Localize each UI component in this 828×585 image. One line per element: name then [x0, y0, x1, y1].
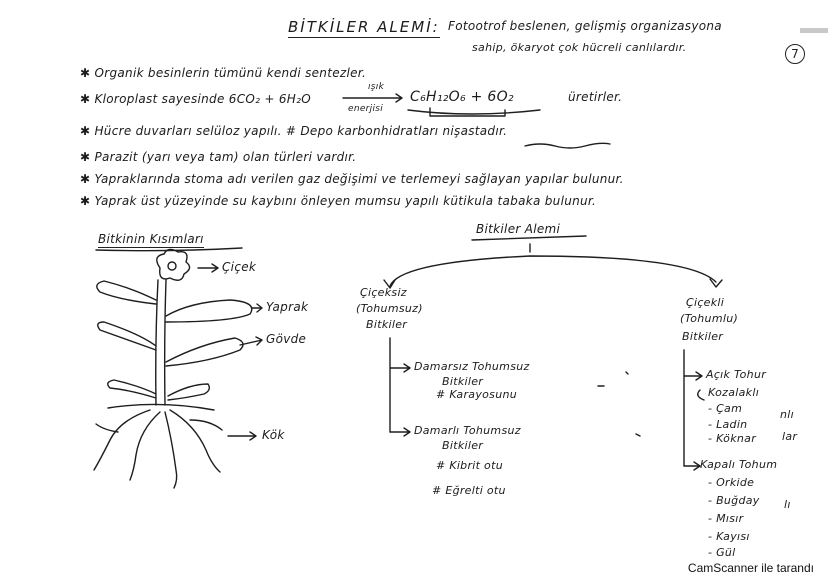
vascular-line-1: Damarlı Tohumsuz	[414, 424, 521, 437]
flowering-title-1: Çiçekli	[686, 296, 725, 309]
angiosperm-side: lı	[784, 498, 791, 511]
kingdom-tree	[383, 243, 723, 471]
nonvascular-example: # Karayosunu	[436, 388, 518, 401]
gymnosperm-item-1: - Çam	[708, 402, 743, 415]
condition-energy: enerjisi	[348, 104, 384, 114]
condition-light: ışık	[368, 82, 385, 92]
nonflowering-title-1: Çiçeksiz	[360, 286, 407, 299]
products: C₆H₁₂O₆ + 6O₂	[410, 89, 514, 105]
produces-text: üretirler.	[568, 90, 623, 104]
angiosperm-item-3: - Mısır	[708, 512, 744, 525]
nonflowering-title-3: Bitkiler	[366, 318, 408, 331]
reactants: 6CO₂ + 6H₂O	[228, 92, 311, 106]
vascular-example-2: # Eğrelti otu	[432, 484, 506, 497]
nonvascular-line-1: Damarsız Tohumsuz	[414, 360, 530, 373]
bullet-5: ✱ Yaprak üst yüzeyinde su kaybını önleye…	[80, 194, 597, 208]
gymnosperm-item-2: - Ladin	[708, 418, 748, 431]
label-flower: Çiçek	[222, 260, 257, 274]
gymnosperm-side-1: nlı	[780, 408, 794, 421]
angiosperm-item-2: - Buğday	[708, 494, 760, 507]
gymnosperm-sub: Kozalaklı	[708, 386, 760, 399]
definition-line-2: sahip, ökaryot çok hücreli canlılardır.	[472, 41, 687, 54]
plant-parts-heading: Bitkinin Kısımları	[98, 232, 204, 248]
label-stem: Gövde	[266, 332, 307, 346]
nonvascular-line-2: Bitkiler	[442, 375, 484, 388]
angiosperm-item-5: - Gül	[708, 546, 736, 559]
reaction-arrow	[342, 93, 403, 103]
gymnosperm-side-2: lar	[782, 430, 798, 443]
vascular-line-2: Bitkiler	[442, 439, 484, 452]
bullet-2: ✱ Hücre duvarları selüloz yapılı. # Depo…	[80, 124, 508, 138]
flowering-title-2: (Tohumlu)	[680, 312, 739, 325]
bullet-1: ✱ Organik besinlerin tümünü kendi sentez…	[80, 66, 367, 80]
vascular-example-1: # Kibrit otu	[436, 459, 503, 472]
angiosperm-label: Kapalı Tohum	[700, 458, 778, 471]
angiosperm-item-1: - Orkide	[708, 476, 755, 489]
page-title: BİTKİLER ALEMİ:	[288, 18, 440, 38]
plant-drawing	[93, 248, 263, 489]
label-leaf: Yaprak	[266, 300, 309, 314]
products-underline	[407, 109, 541, 115]
flowering-title-3: Bitkiler	[682, 330, 724, 343]
page-edge	[800, 28, 828, 33]
page-number: 7	[785, 44, 805, 64]
gymnosperm-label: Açık Tohur	[706, 368, 767, 381]
bullet-photosynthesis: ✱ Kloroplast sayesinde 6CO₂ + 6H₂O	[80, 92, 311, 106]
kingdom-heading: Bitkiler Alemi	[476, 222, 561, 236]
bullet-3: ✱ Parazit (yarı veya tam) olan türleri v…	[80, 150, 357, 164]
angiosperm-item-4: - Kayısı	[708, 530, 750, 543]
label-root: Kök	[262, 428, 285, 442]
scanner-watermark: CamScanner ile tarandı	[687, 561, 814, 575]
bullet-4: ✱ Yapraklarında stoma adı verilen gaz de…	[80, 172, 624, 186]
gymnosperm-item-3: - Köknar	[708, 432, 757, 445]
nonflowering-title-2: (Tohumsuz)	[356, 302, 423, 315]
definition-line-1: Fotootrof beslenen, gelişmiş organizasyo…	[448, 19, 722, 33]
